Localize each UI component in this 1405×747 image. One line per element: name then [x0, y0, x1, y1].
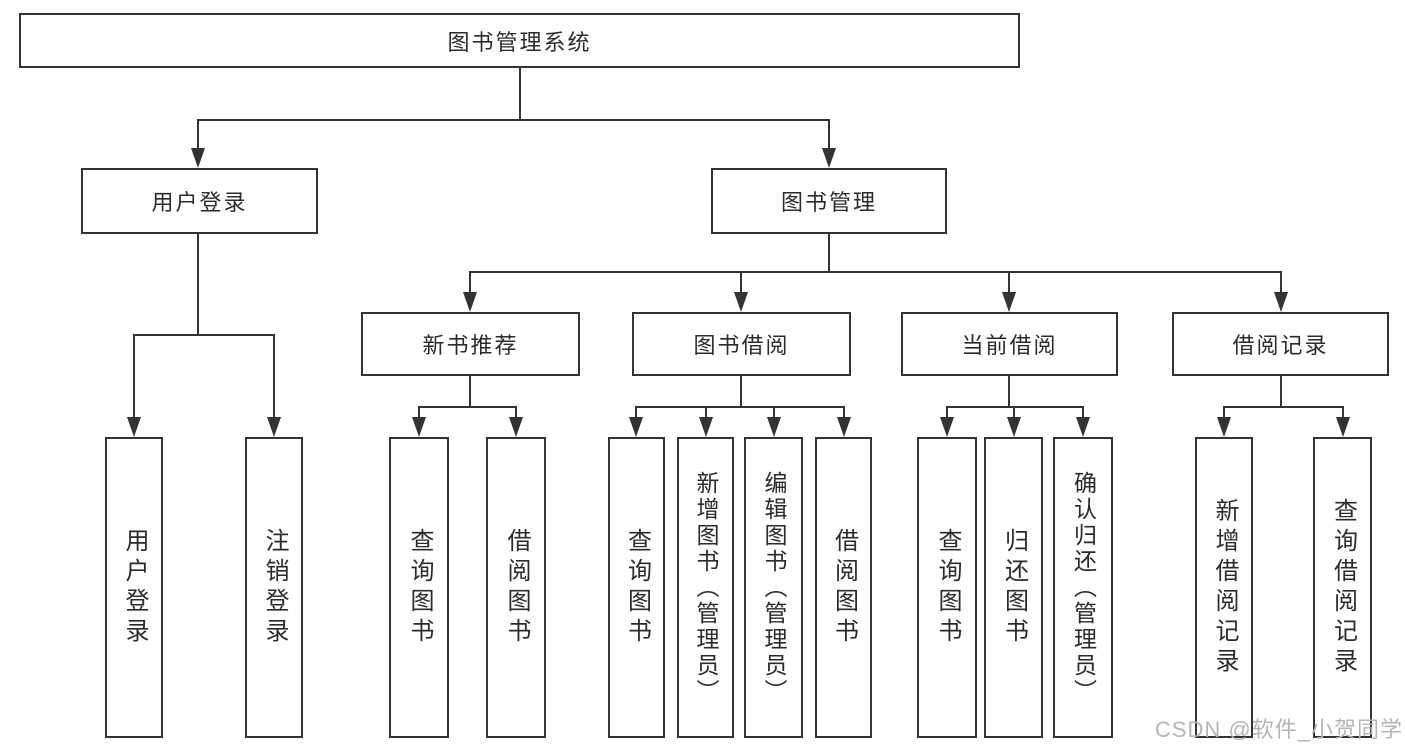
leaf-add-borrow-record: 新增借阅记录 — [1195, 437, 1253, 738]
csdn-watermark: CSDN @软件_小贺同学 — [1154, 717, 1403, 742]
leaf-return-books: 归还图书 — [984, 437, 1043, 738]
node-user-login: 用户登录 — [81, 168, 318, 234]
node-book-borrow: 图书借阅 — [632, 312, 851, 376]
leaf-query-books-current: 查询图书 — [917, 437, 977, 738]
leaf-confirm-return-admin: 确认归还（管理员） — [1053, 437, 1113, 738]
leaf-borrow-books: 借阅图书 — [815, 437, 872, 738]
leaf-edit-books-admin: 编辑图书（管理员） — [744, 437, 803, 738]
leaf-add-books-admin: 新增图书（管理员） — [677, 437, 734, 738]
leaf-query-borrow-record: 查询借阅记录 — [1313, 437, 1372, 738]
leaf-user-login: 用户登录 — [105, 437, 163, 738]
node-borrow-records: 借阅记录 — [1172, 312, 1389, 376]
leaf-borrow-books-recommend: 借阅图书 — [486, 437, 546, 738]
node-new-book-recommend: 新书推荐 — [361, 312, 580, 376]
leaf-query-books-borrow: 查询图书 — [608, 437, 665, 738]
leaf-logout: 注销登录 — [245, 437, 303, 738]
node-current-borrow: 当前借阅 — [901, 312, 1118, 376]
node-root-library-system: 图书管理系统 — [19, 13, 1020, 68]
node-book-management: 图书管理 — [711, 168, 947, 234]
leaf-query-books-recommend: 查询图书 — [389, 437, 449, 738]
